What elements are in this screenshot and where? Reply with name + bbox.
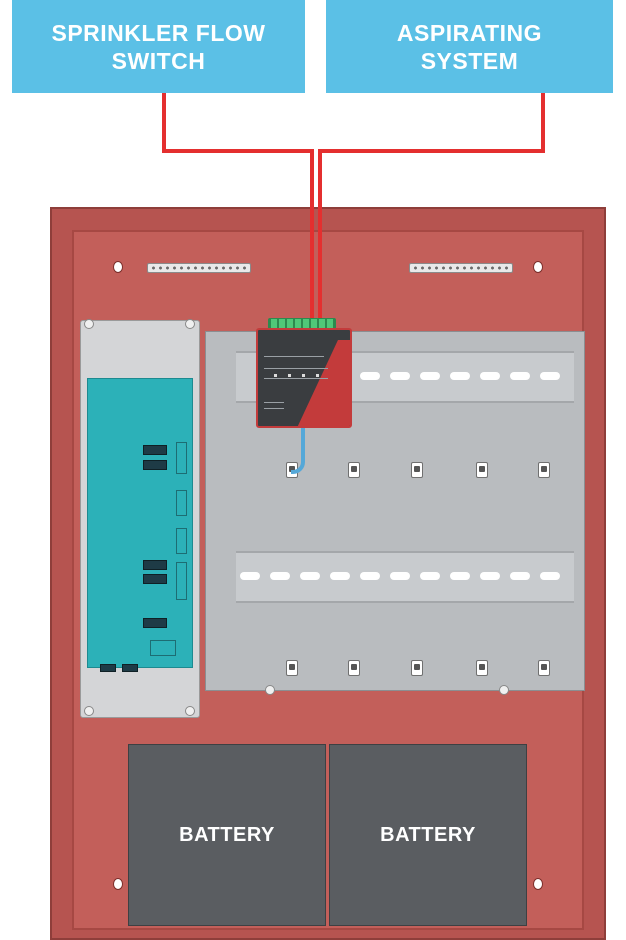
cable-tie-tab (538, 660, 550, 676)
earth-terminal-strip-right (409, 263, 513, 273)
input-module (256, 328, 352, 428)
earth-terminal-strip-left (147, 263, 251, 273)
wire-left-vertical (162, 93, 166, 153)
bracket-screw (185, 706, 195, 716)
psu-component-outline (176, 528, 187, 554)
psu-component (143, 445, 167, 455)
mounting-hole-top-right (534, 262, 542, 272)
mounting-hole-bottom-right (534, 879, 542, 889)
aspirating-system-label: ASPIRATING SYSTEM (326, 0, 613, 93)
mounting-hole-bottom-left (114, 879, 122, 889)
cable-tie-tab (538, 462, 550, 478)
battery-right: BATTERY (329, 744, 527, 926)
module-led (288, 374, 291, 377)
psu-component (143, 560, 167, 570)
cable-tie-tab (411, 660, 423, 676)
sprinkler-flow-switch-label: SPRINKLER FLOW SWITCH (12, 0, 305, 93)
wire-right-entry (318, 207, 322, 332)
wire-right-vertical (541, 93, 545, 153)
module-led (274, 374, 277, 377)
cable-tie-tab (348, 660, 360, 676)
din-rail-bottom (236, 551, 574, 603)
battery-left: BATTERY (128, 744, 326, 926)
psu-component (143, 460, 167, 470)
psu-component-outline (176, 490, 187, 516)
cable-tie-tab (476, 462, 488, 478)
backplate-screw (265, 685, 275, 695)
cable-tie-tab (286, 660, 298, 676)
psu-component-outline (176, 562, 187, 600)
module-led (302, 374, 305, 377)
bracket-screw (185, 319, 195, 329)
cable-tie-tab (411, 462, 423, 478)
cable-tie-tab (348, 462, 360, 478)
backplate-screw (499, 685, 509, 695)
sprinkler-label-line2: SWITCH (111, 47, 206, 74)
module-interconnect-cable (291, 422, 305, 474)
module-led (316, 374, 319, 377)
wire-right-horizontal (318, 149, 545, 153)
psu-connector-outline (150, 640, 176, 656)
psu-output-connector (122, 664, 138, 672)
aspirating-label-line1: ASPIRATING (396, 19, 543, 46)
mounting-hole-top-left (114, 262, 122, 272)
bracket-screw (84, 706, 94, 716)
wire-left-entry (310, 207, 314, 332)
psu-component-outline (176, 442, 187, 474)
power-supply-board (87, 378, 193, 668)
bracket-screw (84, 319, 94, 329)
wire-left-horizontal (162, 149, 314, 153)
aspirating-label-line2: SYSTEM (420, 47, 519, 74)
psu-component (143, 618, 167, 628)
cable-tie-tab (476, 660, 488, 676)
psu-component (143, 574, 167, 584)
psu-output-connector (100, 664, 116, 672)
sprinkler-label-line1: SPRINKLER FLOW (51, 19, 266, 46)
